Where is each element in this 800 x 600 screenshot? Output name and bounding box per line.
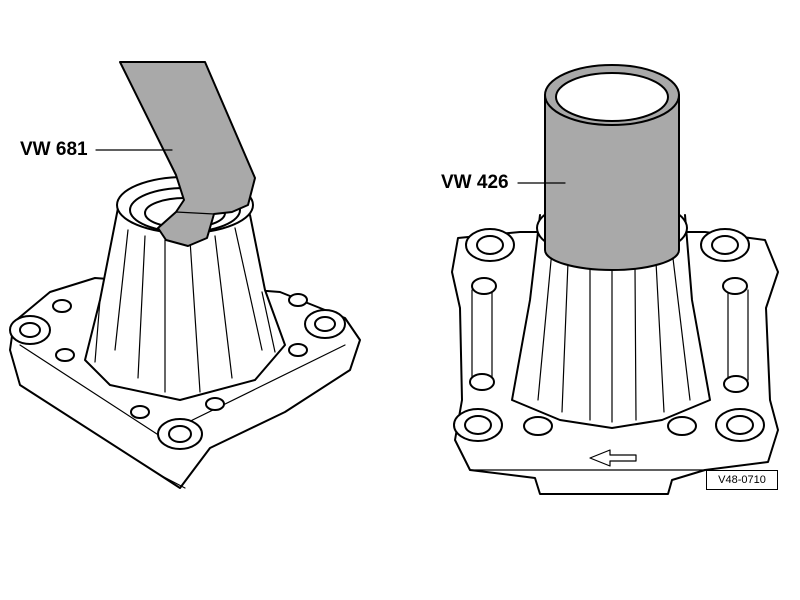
vw-681-lever <box>119 61 256 247</box>
right-cone-body <box>511 214 711 429</box>
left-cone-body <box>84 207 286 401</box>
vw-426-label: VW 426 <box>441 172 509 193</box>
left-pump-housing <box>9 176 361 489</box>
tool-vw-426 <box>544 64 680 271</box>
vw-681-label: VW 681 <box>20 139 88 160</box>
vw-426-tube <box>544 94 680 271</box>
tool-vw-681 <box>119 61 256 247</box>
reference-code-box: V48-0710 <box>706 470 778 490</box>
vw-426-tube-bore <box>555 72 669 122</box>
